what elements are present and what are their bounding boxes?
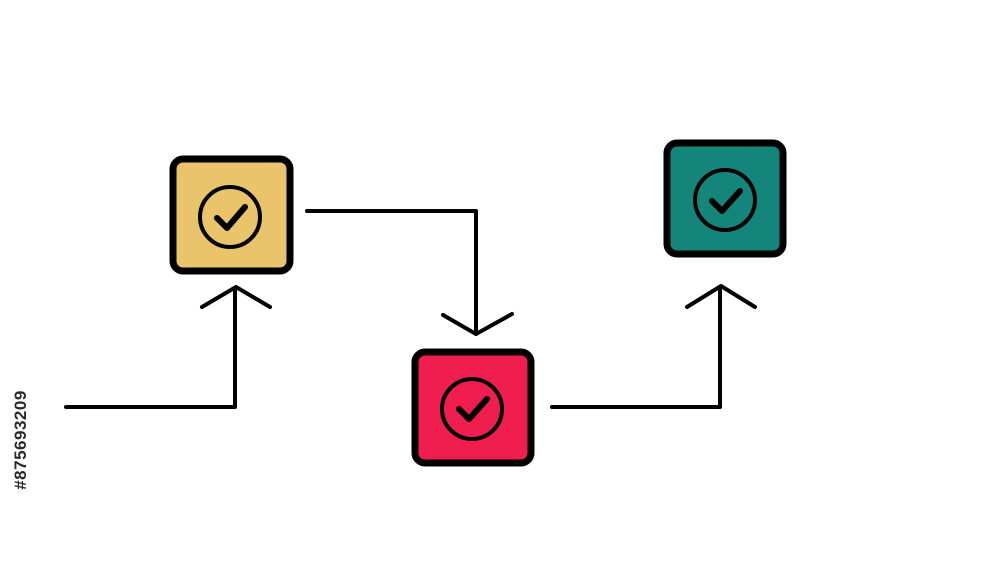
node-box (663, 139, 787, 258)
arrowhead-down-icon (441, 312, 514, 336)
watermark-id-text: #875693209 (11, 390, 31, 490)
step-node-3 (663, 139, 787, 258)
arrowhead-up-icon (685, 284, 757, 309)
node-box (411, 348, 535, 467)
check-circle-icon (440, 377, 504, 441)
check-circle-icon (198, 185, 262, 249)
connector-step2-to-step3 (550, 286, 722, 409)
watermark-id: #875693209 (6, 320, 36, 560)
connector-start-to-step1 (64, 287, 237, 409)
connectors (64, 209, 757, 409)
check-circle-icon (693, 168, 757, 232)
arrowhead-up-icon (200, 285, 272, 309)
step-node-2 (411, 348, 535, 467)
node-box (169, 155, 294, 275)
step-node-1 (169, 155, 294, 275)
connector-step1-to-step2 (305, 209, 478, 336)
